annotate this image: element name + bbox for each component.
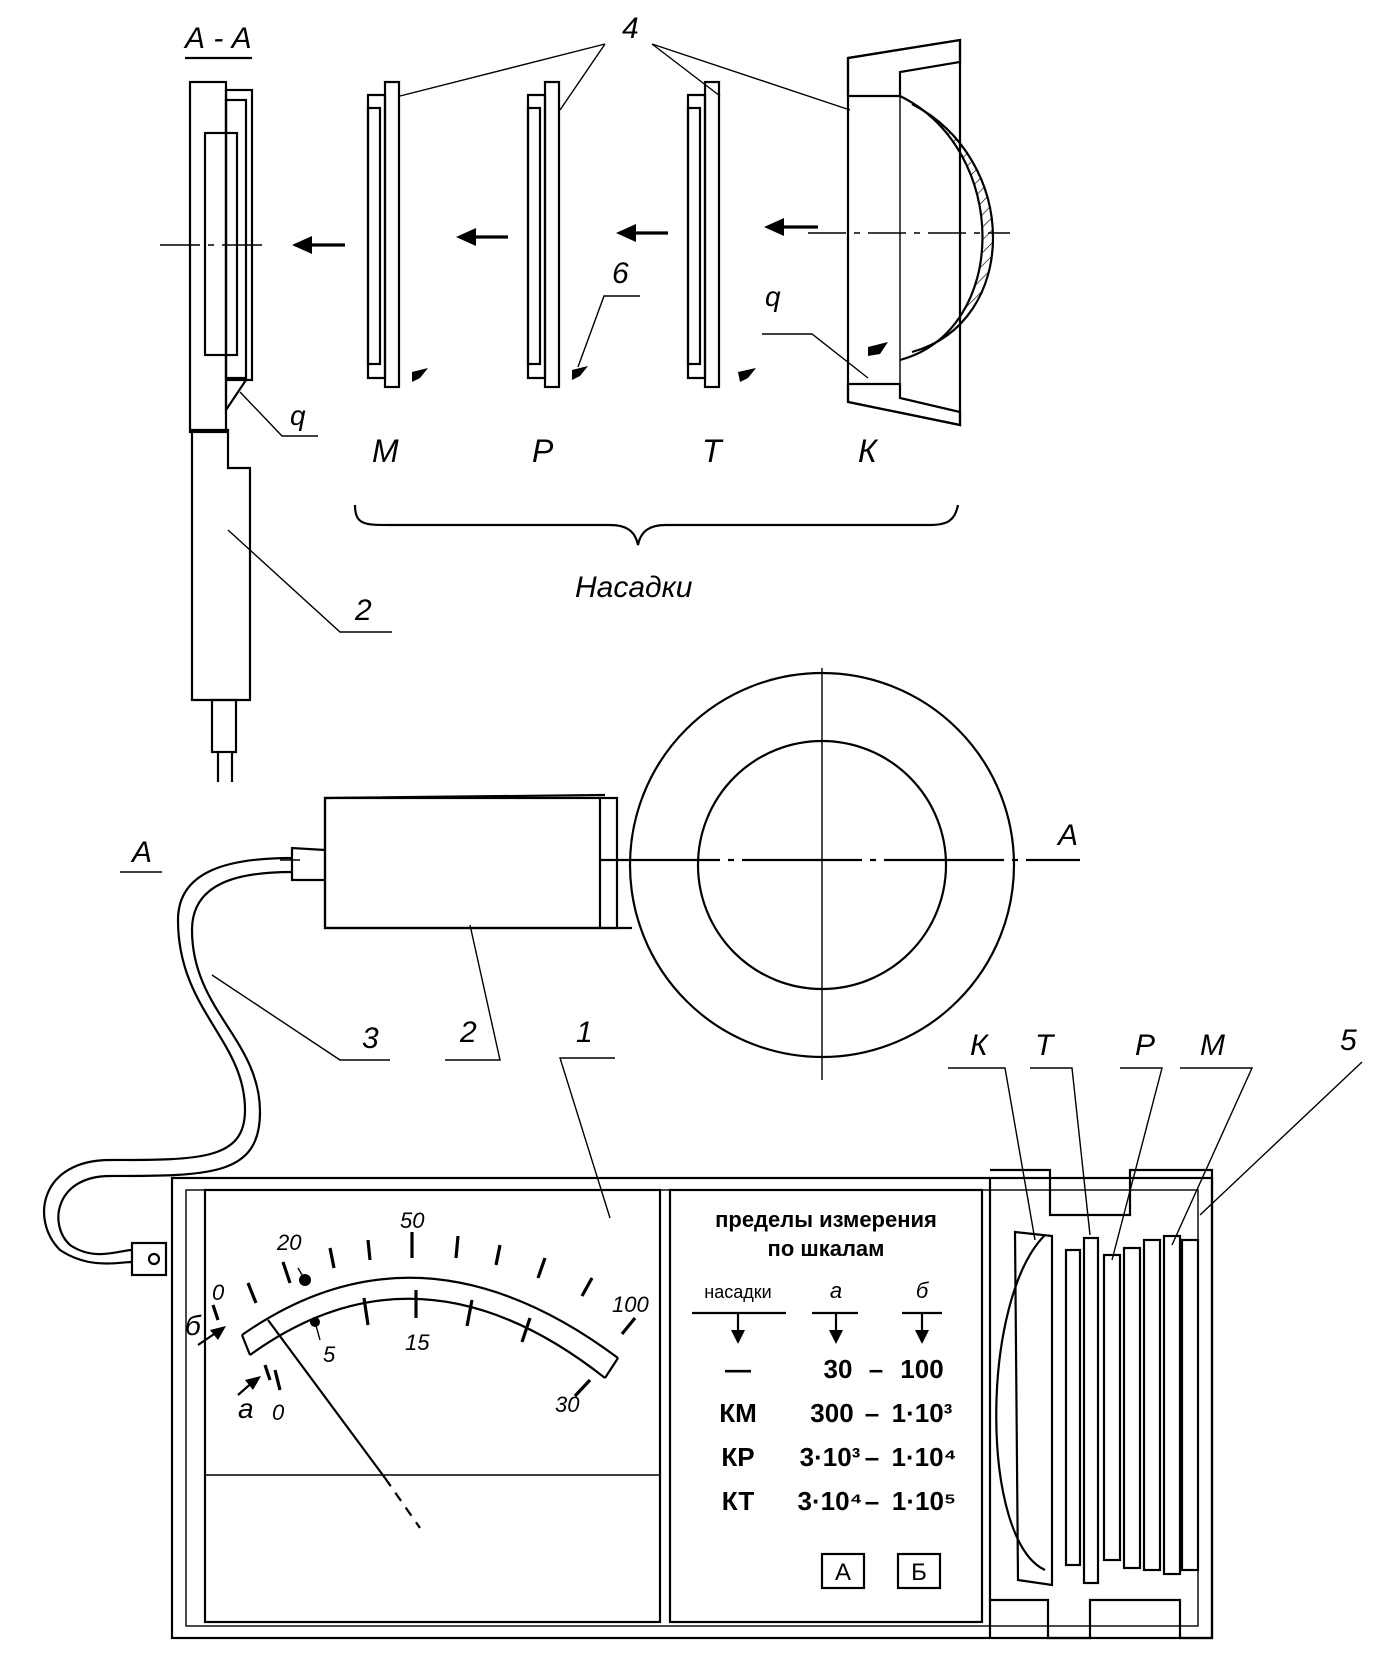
attachment-m: М — [366, 80, 428, 469]
callout-1: 1 — [576, 1016, 593, 1049]
slot-label-k: К — [970, 1029, 990, 1062]
limits-title-2: по шкалам — [768, 1236, 885, 1261]
q-label-left: q — [290, 400, 306, 431]
button-b[interactable]: Б — [896, 1552, 942, 1590]
probe-top-view: А А — [120, 668, 1080, 1080]
scale-a-tick-5: 5 — [323, 1342, 336, 1367]
scale-a-tick-30: 30 — [555, 1392, 580, 1417]
scale-a-tick-15: 15 — [405, 1330, 430, 1355]
callout-5: 5 — [1340, 1024, 1357, 1057]
svg-text:–: – — [865, 1486, 879, 1516]
attachments-brace: Насадки — [353, 504, 960, 604]
section-marker-left: А — [130, 836, 152, 869]
svg-text:1·10³: 1·10³ — [892, 1398, 953, 1428]
attachment-m-label: М — [372, 433, 399, 469]
col-b-header: б — [916, 1278, 930, 1303]
callout-2-top: 2 — [354, 594, 372, 627]
col-attachment-header: насадки — [704, 1282, 771, 1302]
attachment-t: Т — [686, 80, 756, 469]
storage-case: К Т Р М 5 — [948, 1024, 1363, 1640]
svg-text:КР: КР — [721, 1442, 754, 1472]
callout-2-bottom: 2 — [459, 1016, 477, 1049]
slot-label-m: М — [1200, 1029, 1225, 1062]
attachments-caption: Насадки — [575, 571, 693, 604]
svg-text:КТ: КТ — [722, 1486, 755, 1516]
attachment-t-label: Т — [702, 433, 724, 469]
scale-b-tick-0: 0 — [212, 1280, 225, 1305]
scale-b-letter: б — [185, 1310, 202, 1341]
svg-text:4: 4 — [622, 12, 639, 45]
attachment-p: Р 6 — [526, 80, 640, 469]
attachment-k-label: К — [858, 433, 879, 469]
svg-text:100: 100 — [900, 1354, 943, 1384]
svg-text:30: 30 — [824, 1354, 853, 1384]
svg-text:–: – — [865, 1398, 879, 1428]
svg-text:3·10⁴: 3·10⁴ — [798, 1486, 863, 1516]
svg-text:–: – — [865, 1442, 879, 1472]
limits-panel: пределы измерения по шкалам насадки а б … — [692, 1207, 956, 1590]
svg-text:1·10⁵: 1·10⁵ — [892, 1486, 956, 1516]
svg-text:—: — — [725, 1354, 751, 1384]
scale-b-tick-50: 50 — [400, 1208, 425, 1233]
scale-a-letter: а — [238, 1393, 254, 1424]
scale-b-tick-20: 20 — [276, 1230, 302, 1255]
limits-row: КМ 300 – 1·10³ — [719, 1398, 952, 1428]
svg-text:А: А — [835, 1559, 851, 1586]
scale-a-tick-0: 0 — [272, 1400, 285, 1425]
cable — [42, 856, 293, 1277]
slot-label-p: Р — [1135, 1029, 1155, 1062]
section-a-a: А - А q 2 — [160, 22, 392, 782]
svg-text:–: – — [869, 1354, 883, 1384]
button-a[interactable]: А — [820, 1552, 866, 1590]
section-marker-right: А — [1056, 819, 1078, 852]
section-title: А - А — [183, 22, 252, 55]
callout-4: 4 — [399, 12, 851, 111]
callout-6: 6 — [612, 257, 629, 290]
limits-row: КТ 3·10⁴ – 1·10⁵ — [722, 1486, 956, 1516]
scale-b-tick-100: 100 — [612, 1292, 649, 1317]
attachment-p-label: Р — [532, 433, 554, 469]
limits-row: — 30 – 100 — [725, 1354, 944, 1384]
col-a-header: а — [830, 1278, 842, 1303]
svg-text:3·10³: 3·10³ — [800, 1442, 861, 1472]
limits-row: КР 3·10³ – 1·10⁴ — [721, 1442, 956, 1472]
assembly-arrows — [292, 218, 818, 254]
svg-text:Б: Б — [911, 1559, 927, 1586]
q-label-right: q — [765, 281, 781, 312]
svg-text:1·10⁴: 1·10⁴ — [892, 1442, 957, 1472]
instrument-body — [170, 1176, 1214, 1640]
meter-scale: 0 20 50 100 0 5 15 30 б а — [185, 1208, 649, 1529]
attachment-k: К q — [762, 38, 1010, 469]
callout-3: 3 — [362, 1022, 379, 1055]
svg-text:300: 300 — [810, 1398, 853, 1428]
svg-text:КМ: КМ — [719, 1398, 757, 1428]
limits-title-1: пределы измерения — [715, 1207, 937, 1232]
callouts-middle: 3 2 1 — [211, 924, 615, 1219]
slot-label-t: Т — [1035, 1029, 1056, 1062]
